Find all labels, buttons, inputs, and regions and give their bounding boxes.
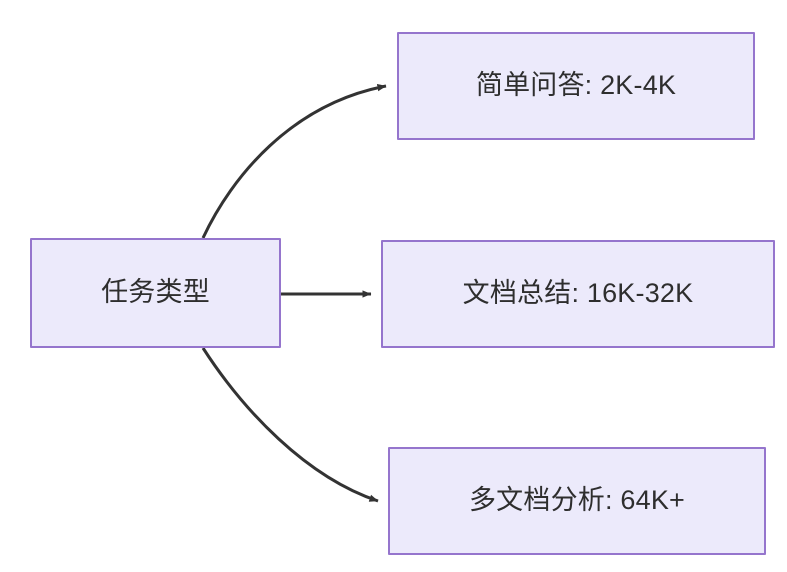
node-document-summary[interactable]: 文档总结: 16K-32K bbox=[381, 240, 775, 348]
node-label: 任务类型 bbox=[101, 277, 210, 308]
node-label: 文档总结: 16K-32K bbox=[462, 278, 694, 309]
node-label: 多文档分析: 64K+ bbox=[468, 485, 685, 516]
node-task-type[interactable]: 任务类型 bbox=[30, 238, 281, 348]
edge-root-to-child-0 bbox=[201, 83, 387, 239]
node-label: 简单问答: 2K-4K bbox=[475, 70, 677, 101]
node-multi-document-analysis[interactable]: 多文档分析: 64K+ bbox=[388, 447, 766, 555]
node-simple-qa[interactable]: 简单问答: 2K-4K bbox=[397, 32, 755, 140]
edge-root-to-child-2 bbox=[201, 347, 379, 503]
